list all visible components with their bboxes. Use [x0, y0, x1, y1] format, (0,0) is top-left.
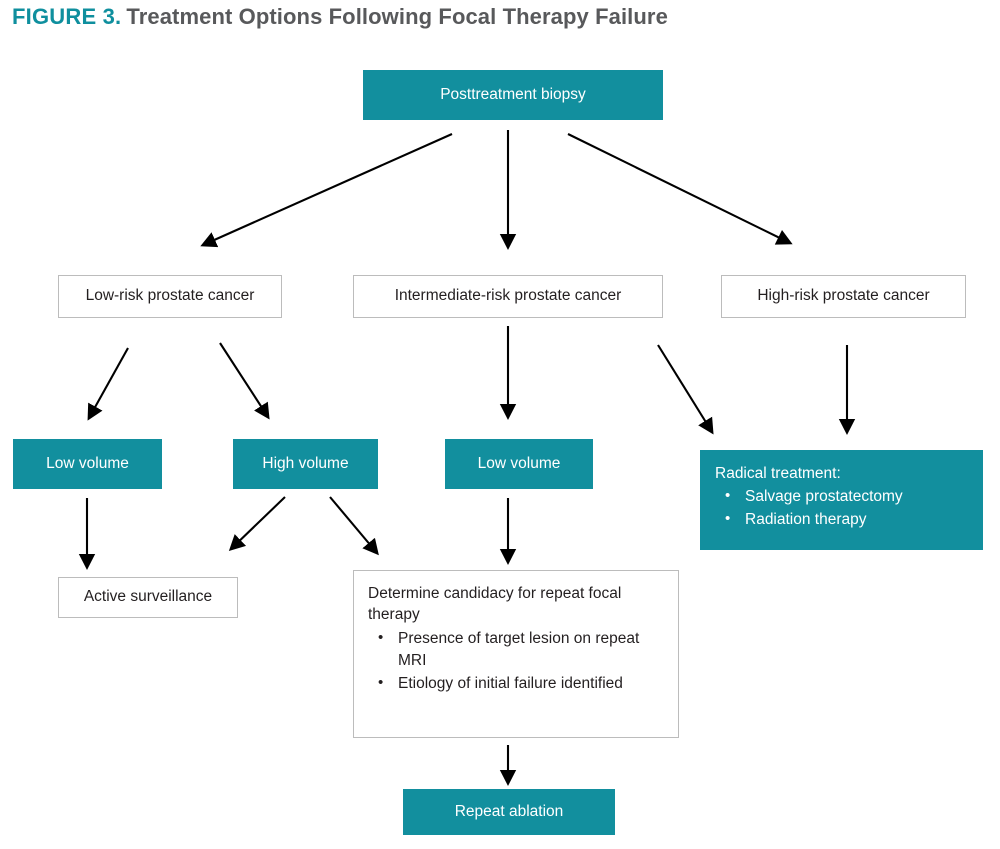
- radical-treatment-title: Radical treatment:: [715, 465, 841, 482]
- radical-treatment-bullet-list: Salvage prostatectomy Radiation therapy: [715, 485, 968, 531]
- node-low-volume-left[interactable]: Low volume: [13, 439, 162, 489]
- determine-candidacy-title: Determine candidacy for repeat focal the…: [368, 585, 622, 624]
- node-low-volume-left-label: Low volume: [46, 454, 129, 472]
- list-item: Salvage prostatectomy: [725, 485, 968, 508]
- list-item: Etiology of initial failure identified: [378, 672, 664, 695]
- node-high-volume[interactable]: High volume: [233, 439, 378, 489]
- node-determine-candidacy[interactable]: Determine candidacy for repeat focal the…: [353, 570, 679, 738]
- node-low-risk-label: Low-risk prostate cancer: [85, 287, 255, 305]
- node-active-surveillance-label: Active surveillance: [83, 588, 213, 606]
- arrow-high-volume-to-active-surveillance: [228, 496, 286, 552]
- node-posttreatment-biopsy-label: Posttreatment biopsy: [440, 85, 586, 103]
- arrow-high-volume-to-determine-candidacy: [329, 496, 379, 556]
- arrow-biopsy-to-low-risk: [200, 133, 453, 248]
- determine-candidacy-bullet-list: Presence of target lesion on repeat MRI …: [368, 627, 664, 695]
- node-repeat-ablation[interactable]: Repeat ablation: [403, 789, 615, 835]
- node-active-surveillance[interactable]: Active surveillance: [58, 577, 238, 618]
- node-repeat-ablation-label: Repeat ablation: [454, 802, 564, 820]
- list-item: Presence of target lesion on repeat MRI: [378, 627, 664, 672]
- node-high-volume-label: High volume: [262, 454, 349, 472]
- node-radical-treatment[interactable]: Radical treatment: Salvage prostatectomy…: [700, 450, 983, 550]
- node-high-risk-prostate-cancer[interactable]: High-risk prostate cancer: [721, 275, 966, 318]
- node-high-risk-label: High-risk prostate cancer: [757, 287, 930, 305]
- node-intermediate-risk-label: Intermediate-risk prostate cancer: [394, 287, 622, 305]
- arrow-low-risk-to-low-volume: [87, 347, 129, 421]
- arrow-intermediate-risk-to-radical-treatment: [657, 344, 714, 435]
- node-low-risk-prostate-cancer[interactable]: Low-risk prostate cancer: [58, 275, 282, 318]
- figure-number: FIGURE 3.: [12, 4, 122, 29]
- list-item: Radiation therapy: [725, 508, 968, 531]
- figure-title: FIGURE 3.Treatment Options Following Foc…: [12, 4, 972, 38]
- node-intermediate-risk-prostate-cancer[interactable]: Intermediate-risk prostate cancer: [353, 275, 663, 318]
- arrow-biopsy-to-high-risk: [567, 133, 793, 245]
- node-posttreatment-biopsy[interactable]: Posttreatment biopsy: [363, 70, 663, 120]
- figure-title-text: Treatment Options Following Focal Therap…: [126, 4, 668, 29]
- node-low-volume-middle-label: Low volume: [477, 454, 561, 472]
- node-low-volume-middle[interactable]: Low volume: [445, 439, 593, 489]
- arrow-low-risk-to-high-volume: [219, 342, 270, 420]
